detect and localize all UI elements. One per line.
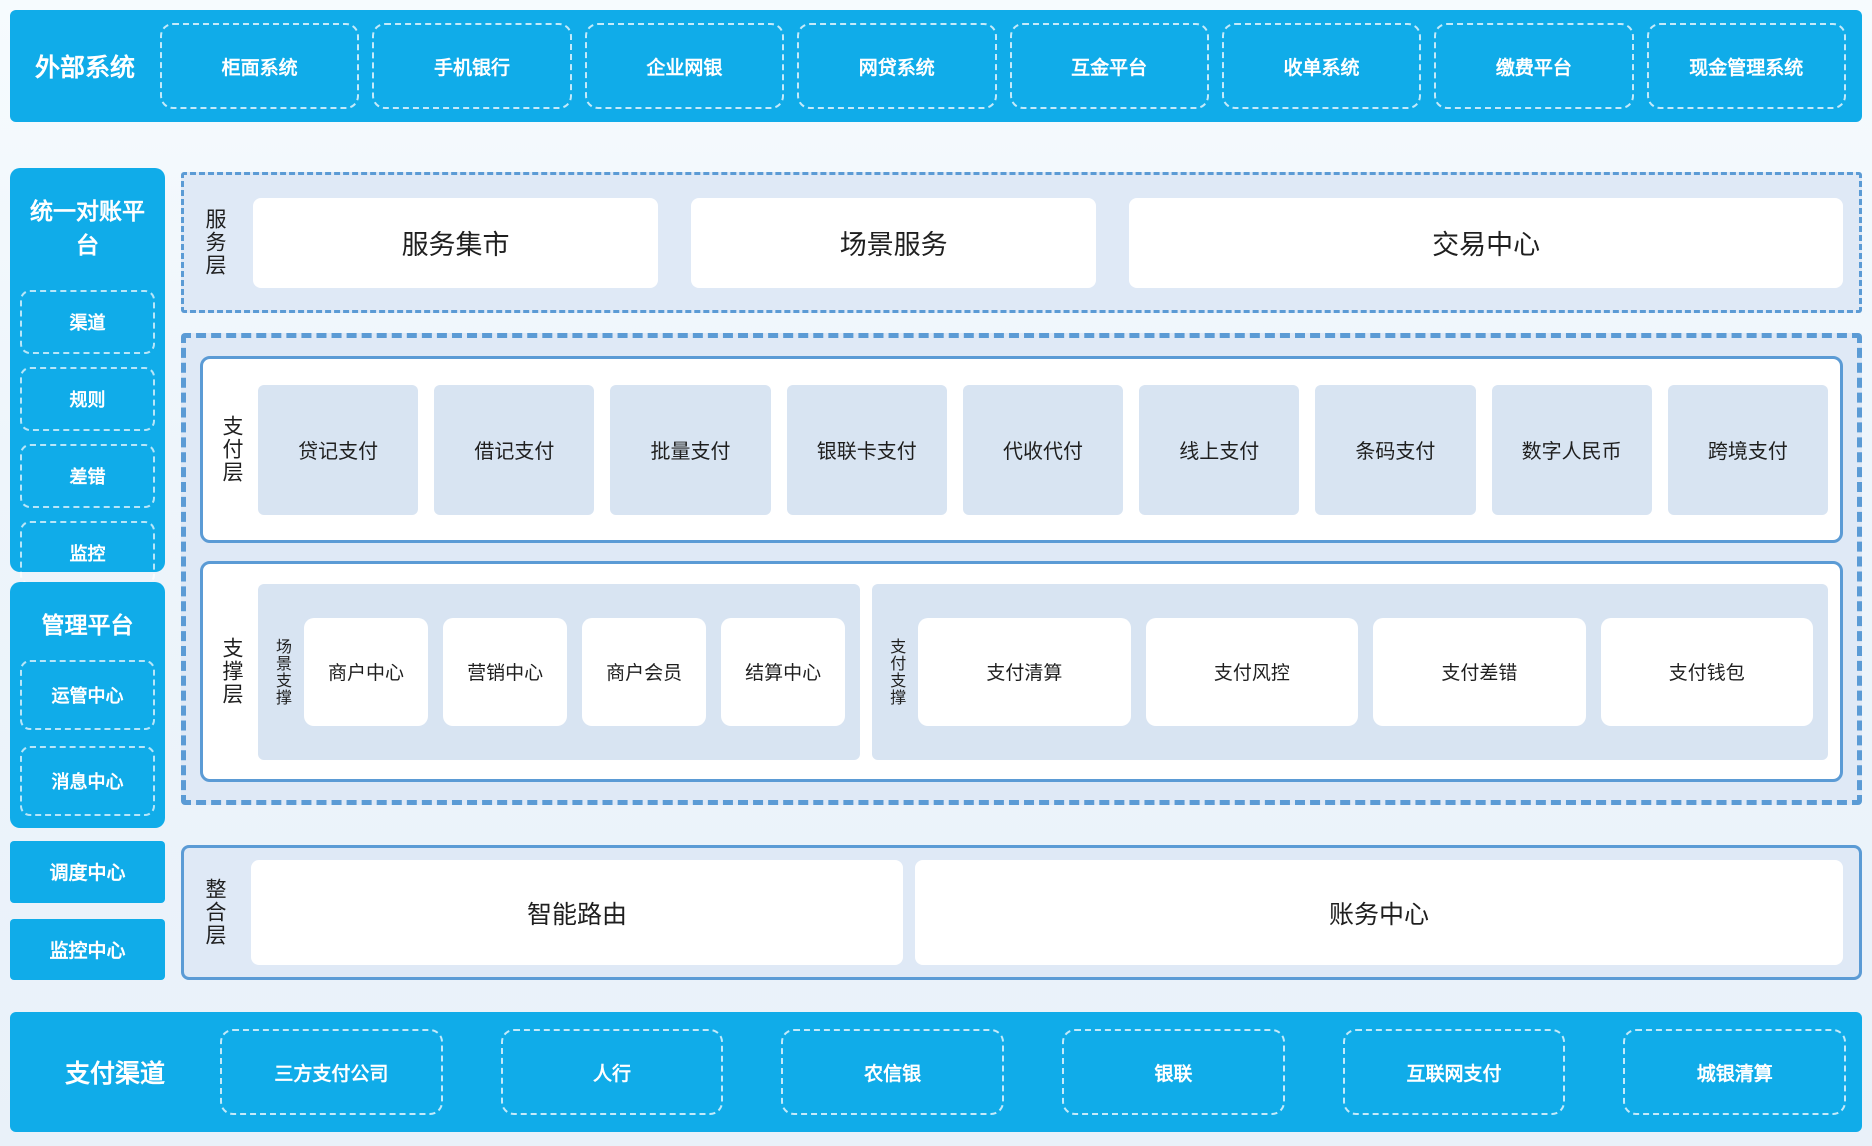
external-system-item-fintech: 互金平台: [1009, 23, 1209, 109]
management-platform-title: 管理平台: [41, 612, 134, 638]
external-system-item-cash-mgmt: 现金管理系统: [1646, 23, 1846, 109]
payment-item-barcode: 条码支付: [1315, 384, 1476, 515]
payment-item-credit: 贷记支付: [258, 384, 419, 515]
main-column: 服务层 服务集市 场景服务 交易中心 支付层 贷记支付 借记支付 批量支付 银联…: [181, 148, 1862, 980]
reconciliation-item-channel: 渠道: [20, 290, 155, 354]
support-item-merchant-member: 商户会员: [582, 617, 707, 726]
channel-item-third-party: 三方支付公司: [220, 1029, 443, 1115]
management-item-ops-center: 运管中心: [20, 660, 155, 730]
channel-item-pboc: 人行: [500, 1029, 724, 1115]
payment-channels-bar: 支付渠道 三方支付公司 人行 农信银 银联 互联网支付 城银清算: [10, 1012, 1862, 1132]
reconciliation-item-errors: 差错: [20, 444, 155, 508]
channel-item-internet-payment: 互联网支付: [1342, 1029, 1566, 1115]
support-item-merchant-center: 商户中心: [304, 617, 429, 726]
integration-layer-label: 整合层: [203, 878, 226, 947]
scenario-support-label: 场景支撑: [273, 637, 290, 706]
support-item-marketing-center: 营销中心: [443, 617, 568, 726]
payment-support-group: 支付支撑 支付清算 支付风控 支付差错 支付钱包: [872, 583, 1828, 760]
external-systems-items: 柜面系统 手机银行 企业网银 网贷系统 互金平台 收单系统 缴费平台 现金管理系…: [160, 23, 1846, 109]
monitor-center-block: 监控中心: [10, 918, 165, 980]
channel-item-unionpay: 银联: [1062, 1029, 1285, 1115]
external-systems-bar: 外部系统 柜面系统 手机银行 企业网银 网贷系统 互金平台 收单系统 缴费平台 …: [10, 10, 1862, 122]
integration-layer: 整合层 智能路由 账务中心: [181, 845, 1862, 980]
payment-item-online: 线上支付: [1139, 384, 1300, 515]
payment-item-unionpay-card: 银联卡支付: [786, 384, 947, 515]
external-system-item-acquiring: 收单系统: [1221, 23, 1422, 109]
channel-item-city-bank-clearing: 城银清算: [1623, 1029, 1847, 1115]
payment-channels-title: 支付渠道: [64, 1060, 165, 1088]
payment-channels-items: 三方支付公司 人行 农信银 银联 互联网支付 城银清算: [220, 1029, 1847, 1115]
service-item-service-market: 服务集市: [253, 197, 659, 288]
payment-layer-label: 支付层: [220, 415, 243, 485]
payment-item-collection: 代收代付: [962, 384, 1124, 515]
integration-item-smart-routing: 智能路由: [251, 860, 904, 965]
support-item-payment-errors: 支付差错: [1373, 617, 1586, 726]
external-system-item-counter: 柜面系统: [160, 23, 360, 109]
payment-support-label: 支付支撑: [887, 637, 905, 706]
service-layer: 服务层 服务集市 场景服务 交易中心: [181, 172, 1862, 313]
payment-item-batch: 批量支付: [610, 384, 771, 515]
external-system-item-online-loan: 网贷系统: [797, 23, 997, 109]
support-item-settlement-center: 结算中心: [721, 617, 846, 726]
external-systems-title: 外部系统: [34, 54, 135, 82]
channel-item-rural-credit: 农信银: [781, 1029, 1005, 1115]
support-item-payment-risk: 支付风控: [1145, 617, 1359, 726]
external-system-item-bill-pay: 缴费平台: [1434, 23, 1634, 109]
management-item-message-center: 消息中心: [20, 746, 155, 816]
payment-item-digital-rmb: 数字人民币: [1491, 384, 1652, 515]
reconciliation-platform-panel: 统一对账平台 渠道 规则 差错 监控: [10, 168, 165, 585]
service-item-scene-service: 场景服务: [691, 197, 1097, 288]
payment-layer: 支付层 贷记支付 借记支付 批量支付 银联卡支付 代收代付 线上支付 条码支付 …: [200, 356, 1843, 544]
service-item-trade-center: 交易中心: [1129, 197, 1843, 288]
support-layer: 支撑层 场景支撑 商户中心 营销中心 商户会员 结算中心 支付支撑 支付清算: [200, 561, 1843, 782]
integration-item-accounting-center: 账务中心: [915, 860, 1843, 965]
support-item-payment-clearing: 支付清算: [918, 617, 1131, 726]
dispatch-center-block: 调度中心: [10, 841, 165, 903]
support-layer-label: 支撑层: [220, 637, 243, 707]
reconciliation-item-rules: 规则: [20, 367, 155, 431]
support-item-payment-wallet: 支付钱包: [1600, 617, 1813, 726]
left-column: 统一对账平台 渠道 规则 差错 监控 管理平台 运管中心 消息中心 调度中心 监…: [10, 148, 165, 980]
management-platform-panel: 管理平台 运管中心 消息中心: [10, 582, 165, 828]
reconciliation-platform-title: 统一对账平台: [30, 198, 145, 258]
reconciliation-item-monitor: 监控: [20, 521, 155, 585]
external-system-item-mobile-bank: 手机银行: [372, 23, 572, 109]
service-layer-label: 服务层: [203, 208, 226, 277]
diagram-body: 统一对账平台 渠道 规则 差错 监控 管理平台 运管中心 消息中心 调度中心 监…: [10, 148, 1862, 980]
payment-item-debit: 借记支付: [434, 384, 595, 515]
scenario-support-group: 场景支撑 商户中心 营销中心 商户会员 结算中心: [258, 583, 861, 760]
external-system-item-corp-ebank: 企业网银: [584, 23, 785, 109]
payment-item-cross-border: 跨境支付: [1667, 384, 1828, 515]
core-layers-container: 支付层 贷记支付 借记支付 批量支付 银联卡支付 代收代付 线上支付 条码支付 …: [181, 333, 1862, 805]
